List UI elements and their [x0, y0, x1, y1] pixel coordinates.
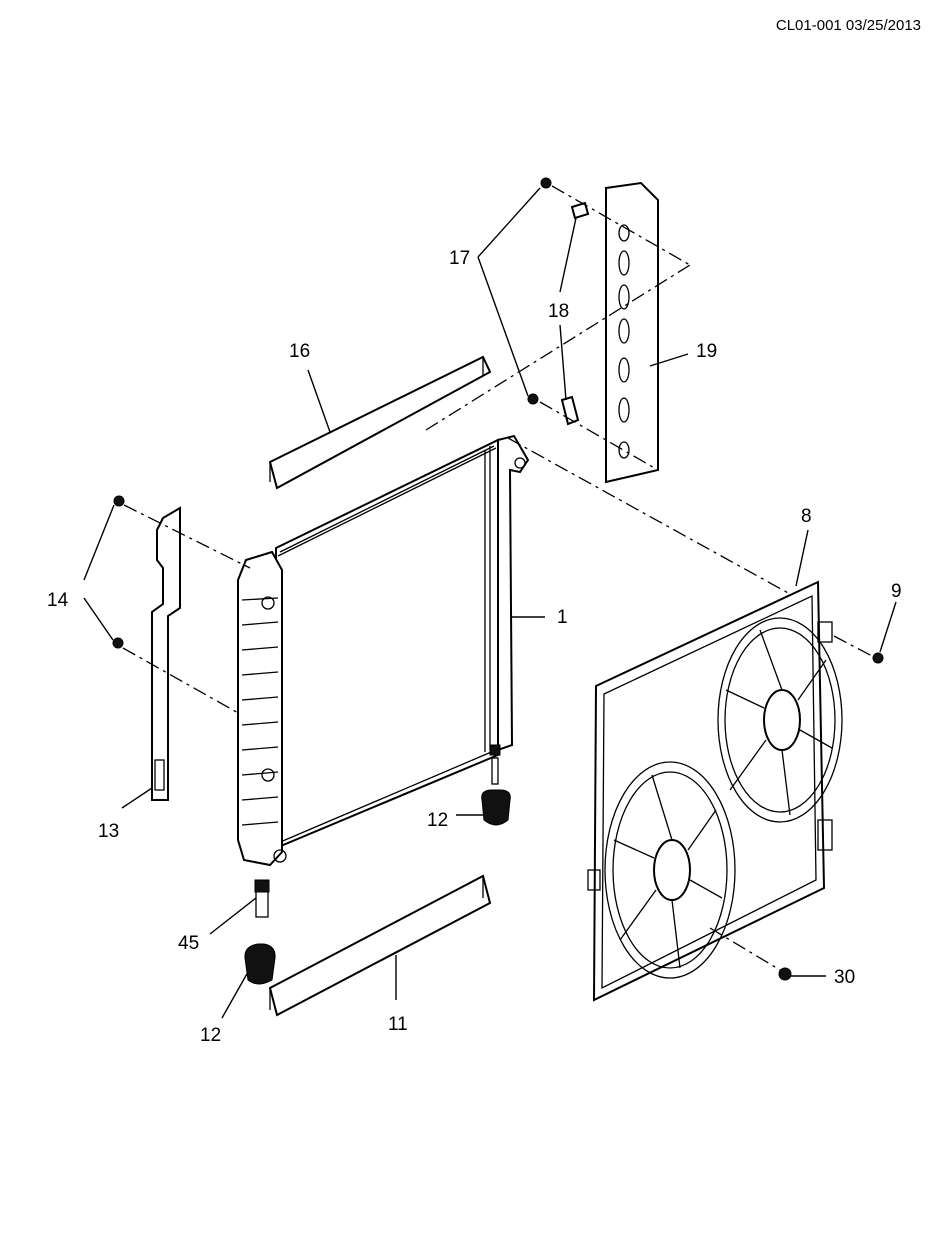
- part-19-baffle[interactable]: [605, 181, 659, 484]
- callout-12-lower: 12: [200, 1025, 221, 1046]
- part-14-bolts[interactable]: [112, 495, 125, 649]
- part-8-fan-shroud[interactable]: [587, 580, 843, 1002]
- callout-14: 14: [47, 590, 69, 611]
- part-18-clips[interactable]: [560, 201, 590, 426]
- callout-18: 18: [548, 301, 569, 322]
- part-1-radiator[interactable]: [237, 434, 530, 867]
- callout-19: 19: [696, 341, 717, 362]
- callout-1: 1: [557, 607, 568, 628]
- callout-labels: 1 8 9 11 12 12 13 14 16 17 18 19 30 45: [47, 248, 902, 1046]
- part-12-insulator-lower[interactable]: [244, 943, 276, 985]
- callout-45: 45: [178, 933, 199, 954]
- callout-8: 8: [801, 506, 812, 527]
- callout-11: 11: [388, 1014, 408, 1035]
- callout-12-upper: 12: [427, 810, 448, 831]
- callout-13: 13: [98, 821, 119, 842]
- callout-30: 30: [834, 967, 855, 988]
- alignment-dash-lines: [122, 185, 873, 971]
- diagram-reference-code: CL01-001 03/25/2013: [775, 17, 921, 34]
- part-16-upper-air-seal[interactable]: [268, 355, 492, 490]
- part-11-lower-air-seal[interactable]: [268, 874, 492, 1017]
- callout-9: 9: [891, 581, 902, 602]
- part-30-bolt[interactable]: [778, 967, 792, 981]
- part-13-side-deflector[interactable]: [151, 506, 181, 801]
- leader-lines: [83, 187, 897, 1019]
- part-45-drain-plug[interactable]: [254, 879, 270, 918]
- callout-16: 16: [289, 341, 310, 362]
- part-9-bolt[interactable]: [872, 652, 884, 664]
- callout-17: 17: [449, 248, 470, 269]
- part-17-bolts[interactable]: [527, 177, 552, 405]
- part-12-insulator-upper[interactable]: [481, 757, 511, 826]
